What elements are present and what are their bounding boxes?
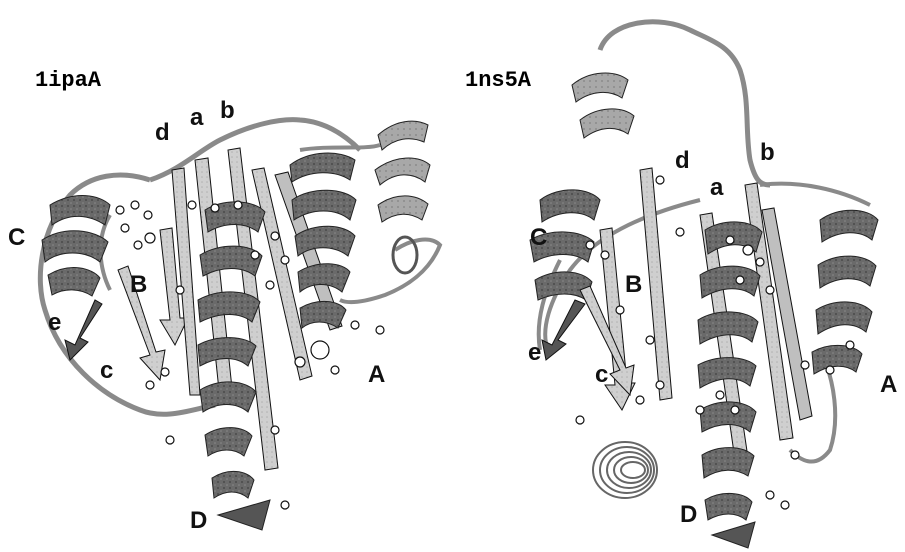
label-c: c: [100, 357, 113, 384]
label-a: a: [190, 104, 204, 131]
label-D: D: [680, 501, 697, 528]
panel-1ns5A: 1ns5A: [465, 22, 897, 548]
helix-A: [812, 210, 878, 374]
label-C: C: [530, 224, 547, 251]
label-e: e: [48, 309, 61, 336]
label-b: b: [760, 139, 775, 166]
helix-light-top: [572, 73, 634, 138]
label-D: D: [190, 507, 207, 534]
label-a: a: [710, 174, 724, 201]
label-c: c: [595, 361, 608, 388]
panel-title: 1ns5A: [465, 68, 532, 93]
label-B: B: [130, 271, 147, 298]
helix-end-on: [593, 442, 657, 498]
helix-C: [42, 196, 110, 296]
helix-light-top: [375, 121, 430, 273]
label-e: e: [528, 339, 541, 366]
label-A: A: [368, 361, 385, 388]
label-B: B: [625, 271, 642, 298]
panel-title: 1ipaA: [35, 68, 102, 93]
strand-d: [640, 168, 672, 400]
strand-e: [65, 300, 102, 360]
label-d: d: [155, 119, 170, 146]
panel-1ipaA: 1ipaA: [8, 68, 440, 534]
label-d: d: [675, 147, 690, 174]
label-b: b: [220, 97, 235, 124]
label-A: A: [880, 371, 897, 398]
label-C: C: [8, 224, 25, 251]
